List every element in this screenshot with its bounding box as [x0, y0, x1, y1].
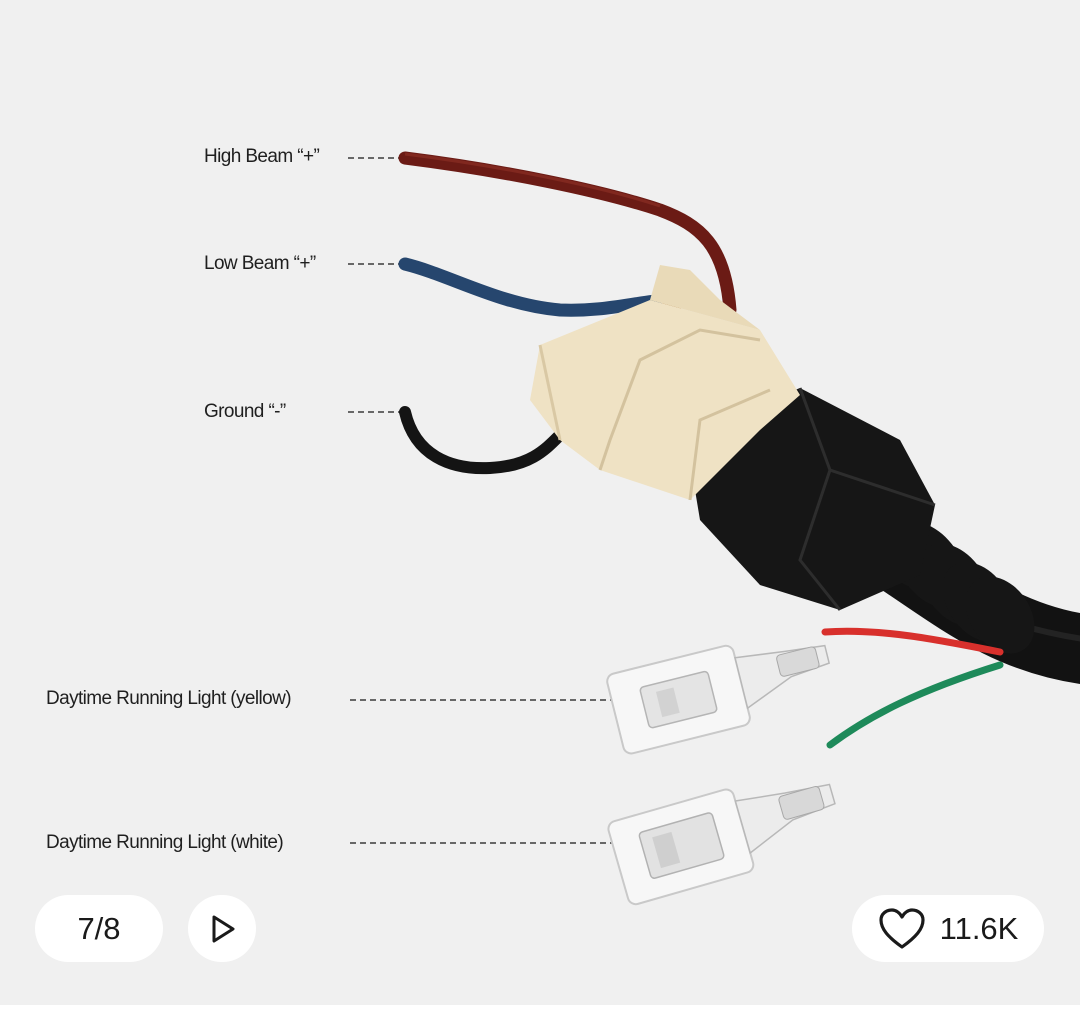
low-beam-wire: [398, 257, 682, 317]
black-housing: [690, 388, 935, 610]
beige-connector: [530, 265, 800, 501]
label-drl-white: Daytime Running Light (white): [46, 832, 284, 853]
heart-icon: [879, 907, 925, 949]
like-button[interactable]: 11.6K: [852, 895, 1044, 962]
page-counter: 7/8: [35, 895, 163, 962]
page-counter-text: 7/8: [77, 910, 121, 946]
play-icon: [212, 915, 235, 942]
spade-terminal-yellow: [606, 644, 831, 755]
label-low-beam: Low Beam “+”: [204, 253, 316, 274]
leader-lines: [348, 157, 612, 844]
like-count: 11.6K: [939, 910, 1019, 946]
drl-green-wire: [826, 661, 1004, 749]
drl-red-wire: [821, 627, 1004, 656]
label-drl-yellow: Daytime Running Light (yellow): [46, 688, 292, 709]
label-ground: Ground “-”: [204, 401, 286, 422]
ground-wire: [399, 406, 566, 475]
play-button[interactable]: [188, 895, 256, 962]
label-high-beam: High Beam “+”: [204, 146, 320, 167]
spade-terminal-white: [607, 783, 836, 906]
high-beam-wire: [398, 151, 737, 317]
